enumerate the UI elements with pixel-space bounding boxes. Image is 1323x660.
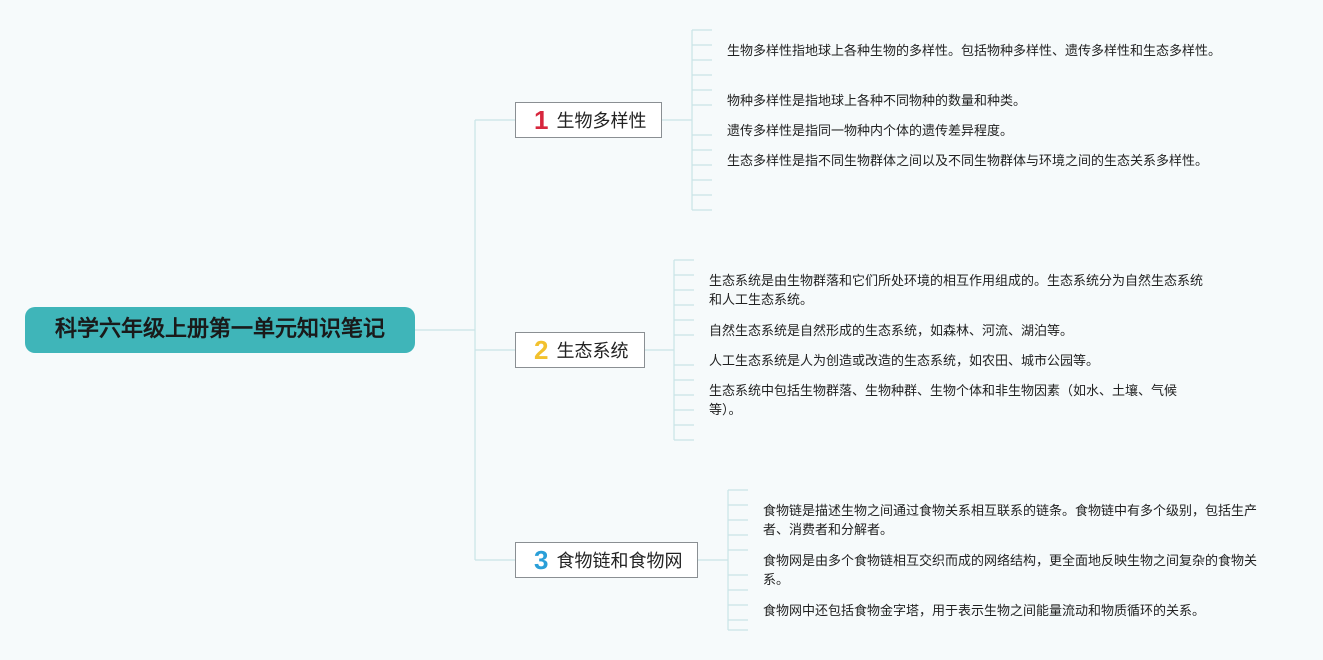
note-item[interactable]: 生物多样性指地球上各种生物的多样性。包括物种多样性、遗传多样性和生态多样性。 [727, 44, 1222, 59]
topic-node-biodiversity[interactable]: 1 生物多样性 [515, 102, 662, 138]
note-item[interactable]: 生态系统是由生物群落和它们所处环境的相互作用组成的。生态系统分为自然生态系统和人… [709, 274, 1204, 308]
topic-number: 3 [534, 545, 549, 575]
note-item[interactable]: 物种多样性是指地球上各种不同物种的数量和种类。 [727, 94, 1027, 109]
note-item[interactable]: 自然生态系统是自然形成的生态系统，如森林、河流、湖泊等。 [709, 324, 1074, 339]
topic-node-ecosystem[interactable]: 2 生态系统 [515, 332, 645, 368]
note-item[interactable]: 生态多样性是指不同生物群体之间以及不同生物群体与环境之间的生态关系多样性。 [727, 154, 1209, 169]
topic-node-food-chain[interactable]: 3 食物链和食物网 [515, 542, 698, 578]
note-item[interactable]: 遗传多样性是指同一物种内个体的遗传差异程度。 [727, 124, 1014, 139]
root-node[interactable]: 科学六年级上册第一单元知识笔记 [25, 307, 415, 353]
topic-number: 1 [534, 105, 549, 135]
topic-number: 2 [534, 335, 549, 365]
topic-label: 食物链和食物网 [556, 551, 683, 572]
note-item[interactable]: 食物链是描述生物之间通过食物关系相互联系的链条。食物链中有多个级别，包括生产者、… [763, 504, 1258, 538]
note-item[interactable]: 食物网是由多个食物链相互交织而成的网络结构，更全面地反映生物之间复杂的食物关系。 [763, 554, 1258, 588]
note-item[interactable]: 人工生态系统是人为创造或改造的生态系统，如农田、城市公园等。 [709, 354, 1100, 369]
topic-label: 生态系统 [556, 341, 629, 362]
topic-label: 生物多样性 [556, 111, 647, 132]
note-item[interactable]: 食物网中还包括食物金字塔，用于表示生物之间能量流动和物质循环的关系。 [763, 604, 1206, 619]
note-item[interactable]: 生态系统中包括生物群落、生物种群、生物个体和非生物因素（如水、土壤、气候等）。 [709, 384, 1178, 418]
